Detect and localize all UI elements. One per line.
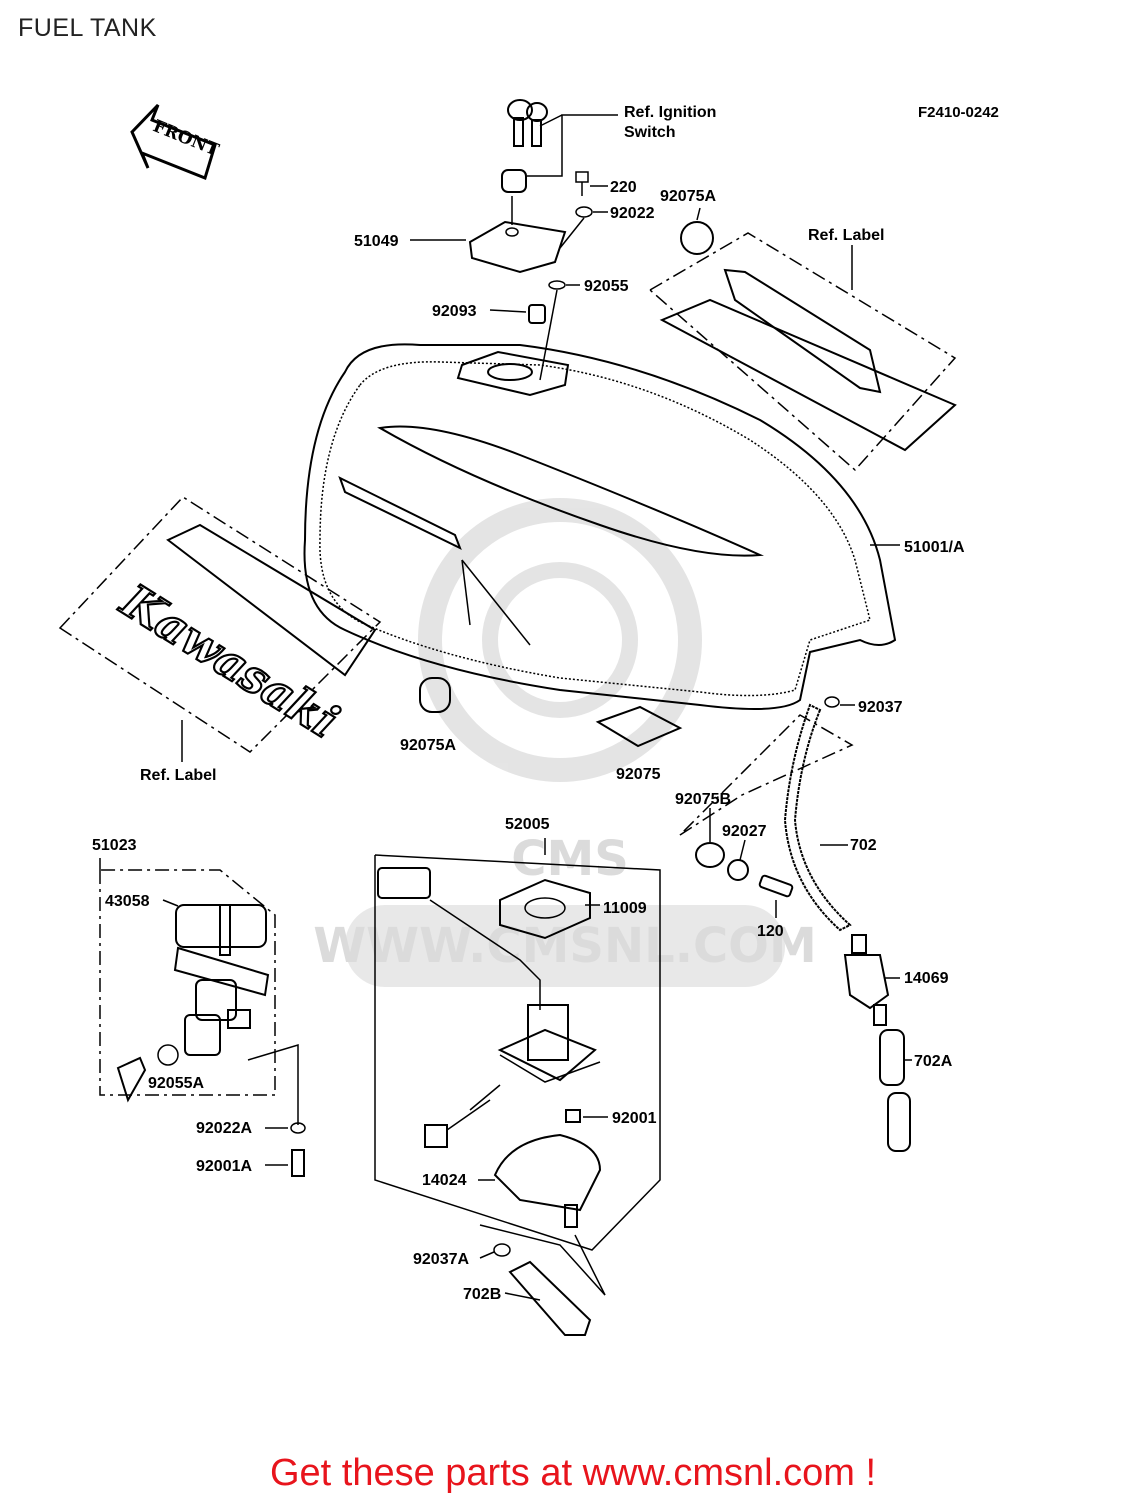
callout-14069: 14069 <box>904 970 949 987</box>
front-arrow-icon: FRONT <box>130 103 222 180</box>
callout-220: 220 <box>610 179 637 196</box>
screw-92001A-icon <box>291 1149 305 1177</box>
diagram-code: F2410-0242 <box>918 104 999 121</box>
watermark: WWW.CMSNL.COM CMS <box>313 498 817 987</box>
callout-14024: 14024 <box>422 1172 467 1189</box>
rubber-92075A-mid-icon <box>419 677 451 713</box>
ref-label-left-emblem: Kawasaki <box>109 523 377 750</box>
callout-92075B: 92075B <box>675 791 731 808</box>
callout-51049: 51049 <box>354 233 399 250</box>
callout-702B: 702B <box>463 1286 501 1303</box>
callout-92037A: 92037A <box>413 1251 469 1268</box>
callout-92055: 92055 <box>584 278 629 295</box>
callout-702: 702 <box>850 837 877 854</box>
callout-92075A-mid: 92075A <box>400 737 456 754</box>
callout-92022A: 92022A <box>196 1120 252 1137</box>
ignition-key-icon <box>501 99 548 193</box>
callout-52005: 52005 <box>505 816 550 833</box>
grommet-92075B-icon <box>695 842 725 868</box>
watermark-text: WWW.CMSNL.COM <box>313 918 817 974</box>
gasket-11009-icon <box>499 878 591 940</box>
callout-702A: 702A <box>914 1053 953 1070</box>
hose-702A-icon <box>879 1029 905 1086</box>
callout-92001A: 92001A <box>196 1158 252 1175</box>
callout-51023: 51023 <box>92 837 137 854</box>
washer-92022A-icon <box>290 1122 306 1134</box>
screw-220-icon <box>575 171 589 196</box>
ref-ignition-label-2: Switch <box>624 124 676 141</box>
nut-92093-icon <box>528 304 546 324</box>
fuel-filter-14069-icon <box>843 934 890 1026</box>
footer-promo-link[interactable]: Get these parts at www.cmsnl.com ! <box>269 1452 877 1494</box>
ref-ignition-label-1: Ref. Ignition <box>624 104 716 121</box>
callout-120: 120 <box>757 923 784 940</box>
ref-label-top: Ref. Label <box>808 227 884 244</box>
washer-92022-icon <box>575 206 593 218</box>
callout-43058: 43058 <box>105 893 150 910</box>
sender-unit-52005-icon <box>377 867 601 1083</box>
callout-92055A: 92055A <box>148 1075 204 1092</box>
rubber-92075A-top-icon <box>680 221 714 255</box>
callout-92037: 92037 <box>858 699 903 716</box>
callout-92022: 92022 <box>610 205 655 222</box>
hose-702-icon <box>783 703 852 932</box>
callout-92001: 92001 <box>612 1110 657 1127</box>
callout-92075: 92075 <box>616 766 661 783</box>
bolt-120-icon <box>758 874 794 898</box>
ref-label-top-emblem <box>659 268 957 452</box>
callout-92093: 92093 <box>432 303 477 320</box>
bracket-14024-icon <box>493 1133 602 1228</box>
page-title: FUEL TANK <box>18 14 157 42</box>
hose-702B-icon <box>508 1260 592 1336</box>
watermark-logo: CMS <box>511 831 629 887</box>
washer-92055-icon <box>548 280 566 290</box>
oring-92055A-icon <box>157 1044 179 1066</box>
ref-label-left: Ref. Label <box>140 767 216 784</box>
clamp-92037A-icon <box>493 1243 511 1257</box>
collar-92027-icon <box>727 859 749 881</box>
callout-11009: 11009 <box>603 900 647 917</box>
callout-92027: 92027 <box>722 823 767 840</box>
fuel-cock-51023-icon <box>173 904 270 1056</box>
hose-702A-lower-icon <box>887 1092 911 1152</box>
callout-51001A: 51001/A <box>904 539 965 556</box>
lever-icon <box>116 1056 147 1103</box>
tank-cap-51049-icon <box>468 220 567 274</box>
pad-92075-icon <box>595 705 683 748</box>
callout-92075A-top: 92075A <box>660 188 716 205</box>
screw-92001-icon <box>565 1109 581 1123</box>
clamp-92037-icon <box>824 696 840 708</box>
connector-icon <box>424 1124 448 1148</box>
